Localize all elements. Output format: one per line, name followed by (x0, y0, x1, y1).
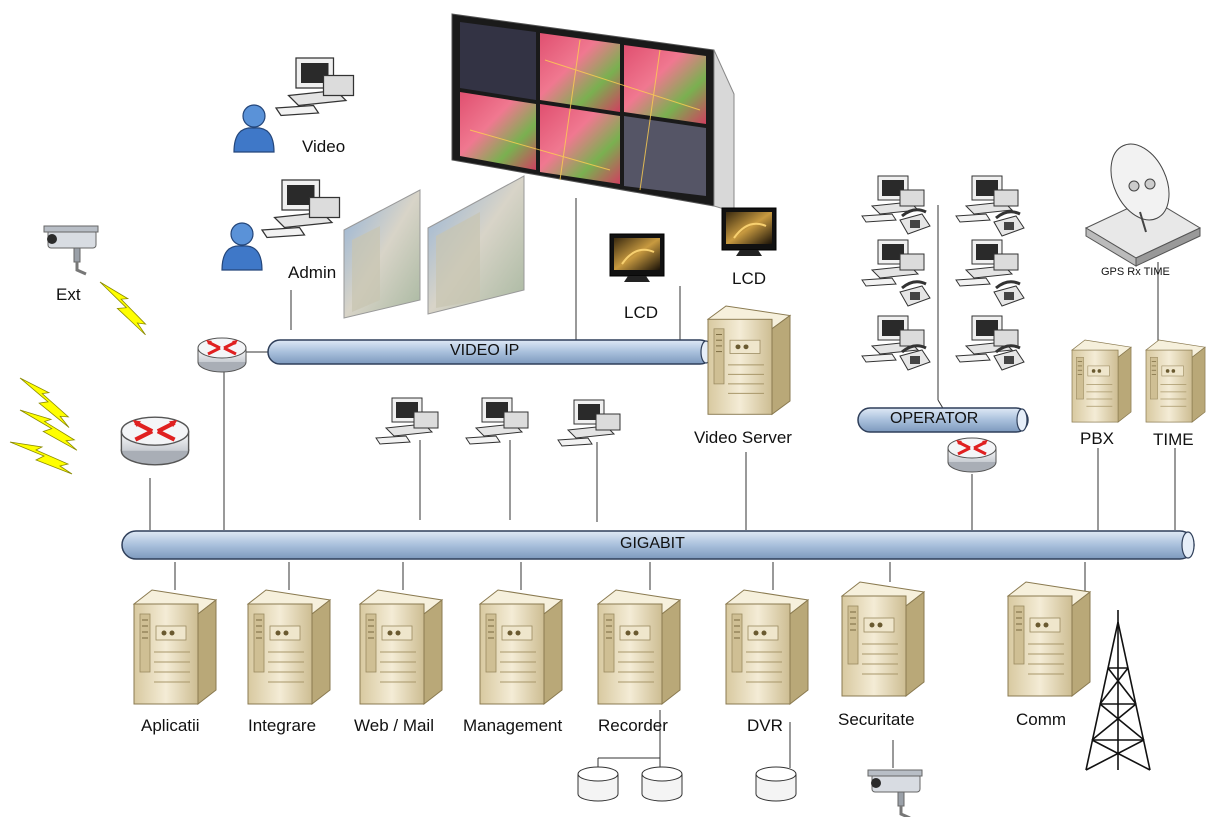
gigabit-bus (121, 530, 1195, 560)
server-label: Integrare (248, 716, 317, 735)
pbx-server-icon (1071, 339, 1132, 423)
server-web-mail-icon (359, 589, 443, 705)
server-label: Securitate (838, 710, 915, 729)
gps-dish-icon (1084, 143, 1202, 267)
admin-label: Admin (288, 263, 337, 282)
video-ip-label: VIDEO IP (450, 342, 520, 359)
server-label: DVR (747, 716, 783, 735)
lcd-left-icon (609, 233, 665, 283)
server-management-icon (479, 589, 563, 705)
server-label: Aplicatii (141, 716, 200, 735)
lcd-right-icon (721, 207, 777, 257)
lcd-right-label: LCD (732, 269, 767, 288)
gigabit-label: GIGABIT (620, 535, 685, 552)
pc-icon (375, 397, 439, 445)
server-integrare-icon (247, 589, 331, 705)
time-label: TIME (1153, 430, 1194, 449)
server-recorder-icon (597, 589, 681, 705)
server-label: Management (463, 716, 563, 735)
disk-icon (577, 766, 619, 802)
pc-icon (465, 397, 529, 445)
security-camera-icon (866, 768, 924, 817)
video-server-label: Video Server (694, 428, 792, 447)
pbx-label: PBX (1080, 429, 1115, 448)
server-securitate-icon (841, 581, 925, 697)
time-server-icon (1145, 339, 1206, 423)
disk-icon (755, 766, 797, 802)
operator-consoles (861, 175, 1026, 372)
main-router (9, 377, 189, 475)
router-icon (196, 336, 248, 374)
server-label: Comm (1016, 710, 1067, 729)
ext-label: Ext (56, 285, 81, 304)
disk-icon (641, 766, 683, 802)
server-label: Recorder (598, 716, 668, 735)
operator-label: OPERATOR (890, 410, 979, 427)
server-dvr-icon (725, 589, 809, 705)
pc-icon (557, 399, 621, 447)
admin-screenshots (343, 175, 525, 319)
lcd-left-label: LCD (624, 303, 659, 322)
video-wall (451, 13, 735, 213)
server-aplicatii-icon (133, 589, 217, 705)
ext-camera-icon (42, 224, 100, 276)
video-label: Video (302, 137, 346, 156)
gps-label: GPS Rx TIME (1101, 266, 1170, 278)
lightning-icon (87, 281, 158, 336)
server-label: Web / Mail (354, 716, 434, 735)
operator-router-icon (946, 436, 998, 474)
video-server-icon (707, 305, 791, 415)
server-comm-icon (1007, 581, 1091, 697)
operator-bus (857, 407, 1029, 433)
admin-workstation (221, 179, 341, 271)
radio-tower-icon (1085, 610, 1151, 771)
